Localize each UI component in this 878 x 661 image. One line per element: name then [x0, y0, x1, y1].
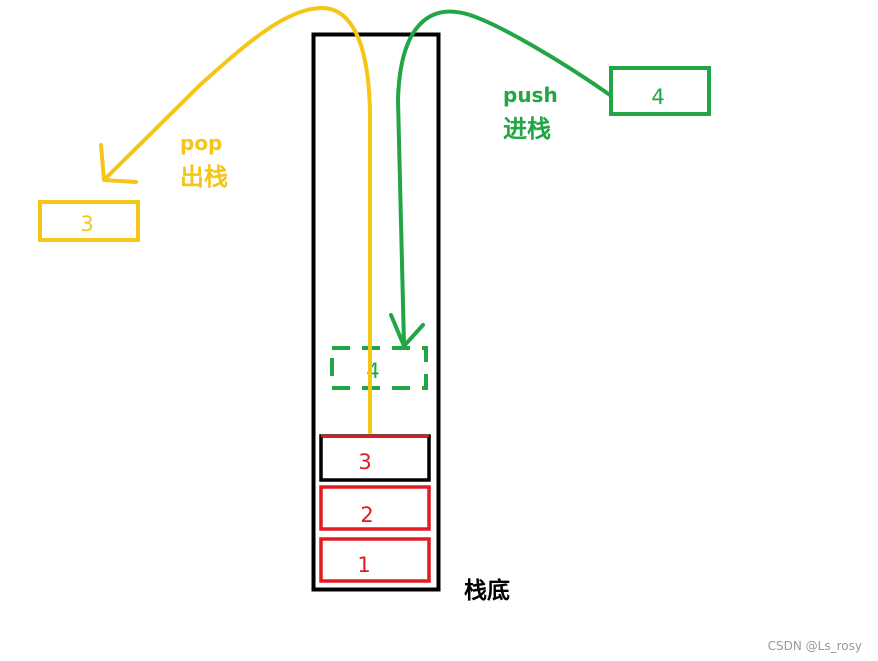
push-label-zh: 进栈 — [503, 115, 551, 143]
push-arrow-line — [395, 9, 612, 347]
stack-element-3-value: 3 — [358, 450, 371, 474]
stack-element-2-value: 2 — [360, 503, 373, 527]
popped-element-value: 3 — [80, 212, 93, 236]
push-arrowhead-icon — [389, 313, 425, 348]
incoming-slot-box — [330, 346, 428, 390]
stack-element-3-box — [319, 434, 431, 482]
stack-element-2-box — [319, 485, 431, 531]
incoming-slot: 4 — [330, 346, 428, 390]
stack-element-1-value: 1 — [357, 553, 370, 577]
pop-label-zh: 出栈 — [180, 163, 228, 191]
stack-element-1-box — [319, 537, 431, 583]
popped-element-box — [38, 200, 140, 242]
push-label-en: push — [503, 83, 558, 107]
stack-bottom-label: 栈底 — [464, 577, 510, 604]
pushed-element-value: 4 — [651, 85, 664, 109]
pushed-element: 4 — [609, 66, 711, 116]
stack-element-3: 3 — [319, 434, 431, 482]
popped-element: 3 — [38, 200, 140, 242]
stack-container — [311, 32, 441, 592]
stack-element-2: 2 — [319, 485, 431, 531]
pop-arrow-line — [104, 5, 372, 434]
watermark: CSDN @Ls_rosy — [768, 639, 862, 653]
pushed-element-box — [609, 66, 711, 116]
pop-arrowhead-icon — [99, 143, 138, 184]
stack-element-1: 1 — [319, 537, 431, 583]
pop-label-en: pop — [180, 131, 222, 155]
